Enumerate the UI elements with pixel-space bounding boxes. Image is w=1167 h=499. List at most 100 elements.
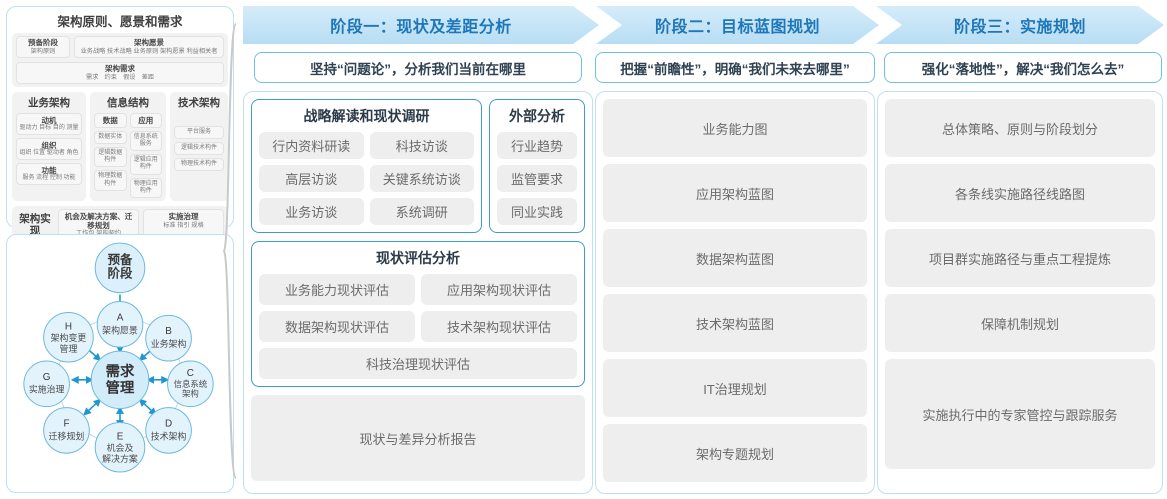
architecture-requirements-cell: 架构需求 需求 约束 假设 差距 [16, 62, 224, 84]
stage-3-subtitle-label: 强化“落地性”，解决“我们怎么去” [921, 61, 1125, 77]
application-column-title: 应用 [138, 115, 154, 125]
stage-3-tile[interactable]: 总体策略、原则与阶段划分 [885, 99, 1155, 157]
strategy-survey-grid: 行内资料研读 科技访谈 高层访谈 关键系统访谈 业务访谈 系统调研 [259, 132, 474, 225]
stage-2-subtitle-label: 把握“前瞻性”，明确“我们未来去哪里” [620, 61, 850, 77]
adm-prep-line1: 预备 [108, 252, 133, 267]
assessment-tile[interactable]: 应用架构现状评估 [421, 274, 577, 305]
technology-architecture-group: 技术架构 平台服务 逻辑技术构件 物理技术构件 [170, 91, 228, 201]
adm-node-e: E 机会及 解决方案 [94, 421, 146, 473]
adm-node-e-key: E [117, 431, 124, 442]
current-state-assessment-title: 现状评估分析 [376, 250, 460, 266]
adm-node-d-label: 技术架构 [151, 430, 187, 441]
stage-2-subtitle: 把握“前瞻性”，明确“我们未来去哪里” [595, 52, 875, 83]
application-column: 应用 信息系统服务 逻辑应用构件 物理应用构件 [129, 112, 162, 198]
survey-tile[interactable]: 行内资料研读 [259, 132, 364, 159]
business-function-title: 功能 [41, 166, 57, 176]
adm-node-c: C 信息系统 架构 [167, 360, 214, 408]
strategy-survey-card: 战略解读和现状调研 行内资料研读 科技访谈 高层访谈 关键系统访谈 业务访谈 系… [251, 99, 482, 233]
adm-node-g: G 实施治理 [23, 360, 70, 408]
business-motivation-title: 动机 [41, 115, 57, 125]
information-system-service-box: 信息系统服务 [129, 130, 162, 152]
survey-tile[interactable]: 高层访谈 [259, 165, 364, 192]
stage-3-tile[interactable]: 各条线实施路径线路图 [885, 164, 1155, 222]
external-tile[interactable]: 行业趋势 [497, 132, 577, 159]
business-function-box: 功能 服务 流程 控制 功能 [16, 163, 82, 186]
architecture-principles-group: 预备阶段 架构原则 架构愿景 业务战略 技术战略 业务原则 架构愿景 利益相关者… [12, 33, 228, 87]
vision-row: 预备阶段 架构原则 架构愿景 业务战略 技术战略 业务原则 架构愿景 利益相关者 [16, 36, 224, 59]
stage-1-subtitle: 坚持“问题论”，分析我们当前在哪里 [254, 52, 582, 83]
adm-prep-line2: 阶段 [108, 266, 133, 281]
business-motivation-box: 动机 驱动力 目标 目的 测量 [16, 112, 82, 136]
stage-3-subtitle: 强化“落地性”，解决“我们怎么去” [884, 52, 1162, 83]
stage-1-column: 战略解读和现状调研 行内资料研读 科技访谈 高层访谈 关键系统访谈 业务访谈 系… [243, 91, 593, 494]
stage-2-tile[interactable]: 应用架构蓝图 [603, 164, 867, 222]
adm-node-h-label-1: 架构变更 [51, 332, 87, 343]
business-architecture-group: 业务架构 动机 驱动力 目标 目的 测量 组织 组织 位置 驱动者 角色 功能 … [12, 91, 86, 201]
technology-architecture-title: 技术架构 [178, 96, 220, 109]
stage-3-column: 总体策略、原则与阶段划分 各条线实施路径线路图 项目群实施路径与重点工程提炼 保… [877, 91, 1163, 494]
stage-3-tile[interactable]: 项目群实施路径与重点工程提炼 [885, 229, 1155, 287]
stage-2-tile[interactable]: 数据架构蓝图 [603, 229, 867, 287]
architecture-vision-detail: 业务战略 技术战略 业务原则 架构愿景 利益相关者 [80, 48, 218, 55]
adm-node-e-label-2: 解决方案 [102, 453, 138, 464]
prep-phase-cell: 预备阶段 架构原则 [16, 36, 70, 59]
adm-node-f-label: 迁移规划 [49, 430, 85, 441]
adm-node-a-key: A [117, 312, 124, 323]
adm-node-g-key: G [43, 372, 51, 383]
data-column-title: 数据 [102, 115, 118, 125]
gap-analysis-report-tile[interactable]: 现状与差异分析报告 [251, 395, 585, 481]
external-analysis-title: 外部分析 [509, 108, 565, 124]
stage-3-banner-label: 阶段三：实施规划 [953, 19, 1086, 36]
external-analysis-grid: 行业趋势 监管要求 同业实践 [497, 132, 577, 225]
external-tile[interactable]: 同业实践 [497, 198, 577, 225]
prep-phase-detail: 架构原则 [30, 48, 56, 55]
stage-2-tile[interactable]: 架构专题规划 [603, 424, 867, 482]
stage-1-banner[interactable]: 阶段一：现状及差距分析 [243, 6, 599, 44]
stage-3-banner[interactable]: 阶段三：实施规划 [876, 6, 1164, 44]
external-tile[interactable]: 监管要求 [497, 165, 577, 192]
survey-tile[interactable]: 关键系统访谈 [369, 165, 474, 192]
data-column: 数据 数据实体 逻辑数据构件 物理数据构件 [94, 112, 127, 198]
architecture-requirements-title: 架构需求 [105, 64, 135, 74]
business-architecture-title: 业务架构 [28, 96, 70, 109]
bracket-connector [222, 23, 237, 479]
stage-2-tile[interactable]: IT治理规划 [603, 359, 867, 417]
adm-node-a-label: 架构愿景 [102, 324, 138, 335]
stage-3-tile-tall[interactable]: 实施执行中的专家管控与跟踪服务 [885, 359, 1155, 469]
adm-node-a: A 架构愿景 [96, 301, 144, 348]
survey-tile[interactable]: 科技访谈 [369, 132, 474, 159]
assessment-tile[interactable]: 数据架构现状评估 [259, 311, 415, 342]
adm-node-b-label: 业务架构 [151, 338, 187, 349]
strategy-survey-title: 战略解读和现状调研 [303, 108, 430, 124]
stage-1-subtitle-label: 坚持“问题论”，分析我们当前在哪里 [310, 61, 526, 77]
external-analysis-card: 外部分析 行业趋势 监管要求 同业实践 [489, 99, 585, 233]
platform-service-box: 平台服务 [174, 125, 224, 140]
assessment-tile[interactable]: 技术架构现状评估 [421, 311, 577, 342]
implementation-governance-detail: 标准 指引 规格 [163, 221, 204, 229]
architecture-realization-label: 架构实现 [19, 213, 51, 238]
data-column-header: 数据 [94, 112, 127, 128]
information-columns: 数据 数据实体 逻辑数据构件 物理数据构件 应用 信息系统服务 逻辑应用构件 物… [94, 112, 162, 198]
stage-2-column: 业务能力图 应用架构蓝图 数据架构蓝图 技术架构蓝图 IT治理规划 架构专题规划 [595, 91, 875, 494]
assessment-tile[interactable]: 业务能力现状评估 [259, 274, 415, 305]
survey-tile[interactable]: 业务访谈 [259, 198, 364, 225]
stage-2-tile[interactable]: 技术架构蓝图 [603, 294, 867, 352]
stage-2-banner[interactable]: 阶段二：目标蓝图规划 [596, 6, 879, 44]
stage-2-tile[interactable]: 业务能力图 [603, 99, 867, 157]
stage-2-banner-label: 阶段二：目标蓝图规划 [654, 19, 820, 36]
application-column-header: 应用 [129, 112, 162, 128]
information-structure-group: 信息结构 数据 数据实体 逻辑数据构件 物理数据构件 应用 [90, 91, 166, 201]
physical-application-component-box: 物理应用构件 [129, 177, 162, 198]
data-entity-box: 数据实体 [94, 130, 127, 145]
implementation-governance-title: 实施治理 [168, 212, 199, 221]
physical-data-component-box: 物理数据构件 [94, 170, 127, 191]
survey-tile[interactable]: 系统调研 [369, 198, 474, 225]
business-organization-detail: 组织 位置 驱动者 角色 [19, 150, 79, 157]
assessment-tile-full[interactable]: 科技治理现状评估 [259, 348, 577, 379]
prep-phase-title: 预备阶段 [28, 38, 58, 48]
physical-technology-component-box: 物理技术构件 [174, 158, 224, 172]
business-function-detail: 服务 流程 控制 功能 [22, 175, 76, 182]
stage-3-tile[interactable]: 保障机制规划 [885, 294, 1155, 352]
architecture-domains-row: 业务架构 动机 驱动力 目标 目的 测量 组织 组织 位置 驱动者 角色 功能 … [12, 91, 228, 201]
adm-node-b: B 业务架构 [145, 314, 192, 362]
